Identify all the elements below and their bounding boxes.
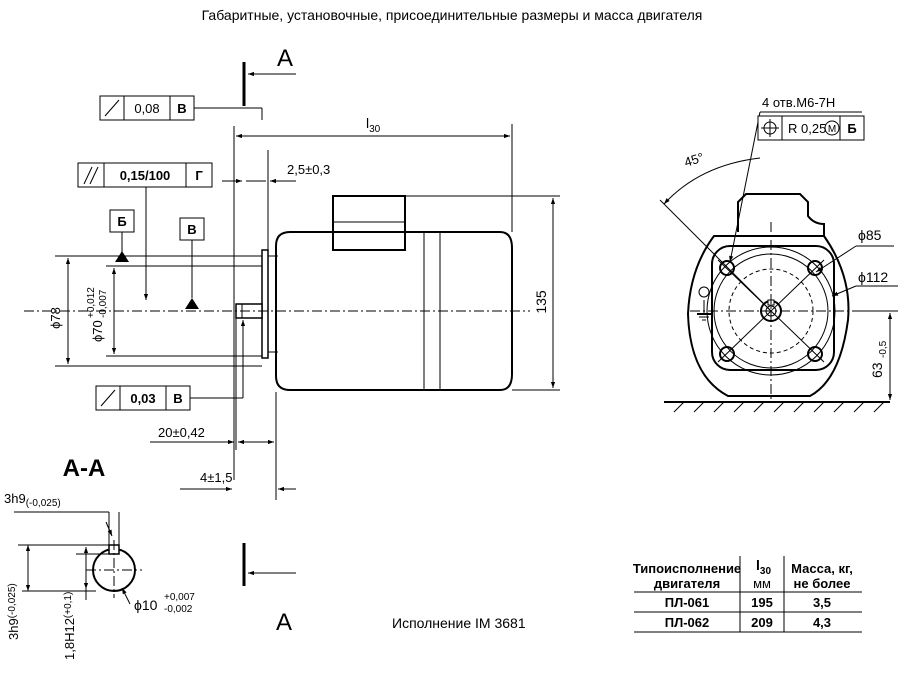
runout-icon [104, 99, 120, 117]
dia85-label: ϕ85 [858, 227, 882, 243]
table-header-mass-2: не более [794, 576, 851, 591]
position-icon [761, 119, 779, 137]
datum-v: В [179, 217, 205, 309]
position-value: R 0,25 [788, 121, 826, 136]
dim-diameters: ϕ78 ϕ70 +0,012 -0,007 [48, 255, 262, 367]
dim-gap: 2,5±0,3 [222, 150, 330, 250]
table-row-type: ПЛ-061 [665, 595, 709, 610]
table-header-mass-1: Масса, кг, [791, 561, 853, 576]
shaft-dia-upper: +0,007 [164, 592, 195, 603]
dia112-label: ϕ112 [858, 269, 888, 285]
table-header-mm: мм [753, 576, 771, 591]
datum-b: Б [109, 209, 135, 262]
key-width-label: 3h9(-0,025) [4, 491, 61, 509]
h63-tol: -0,5 [878, 340, 889, 358]
parallelism-icon [83, 166, 93, 185]
section-letter-bottom: А [276, 609, 292, 636]
motor-side-view [24, 195, 530, 391]
runout-icon [100, 389, 116, 407]
dim-shaft-height: 63 -0,5 [852, 310, 898, 400]
position-base: Б [847, 121, 856, 136]
ground-hatch [673, 401, 885, 413]
runout-bottom-base: В [173, 391, 182, 406]
runout-top-value: 0,08 [134, 101, 159, 116]
holes-label: 4 отв.М6-7Н [762, 95, 835, 110]
shaft-dia-lower: -0,002 [164, 604, 193, 615]
mass-table: Типоисполнение двигателя l30 мм Масса, к… [633, 556, 862, 633]
table-row-l30: 209 [751, 615, 773, 630]
dim-front-diameters: ϕ85 ϕ112 [815, 227, 898, 297]
ground-symbol-icon [697, 286, 711, 321]
dim-height-label: 135 [533, 290, 549, 314]
section-title: А-А [63, 455, 106, 482]
table-header-l30: l30 [756, 557, 771, 577]
shaft-dia-label: ϕ10 [134, 597, 158, 613]
table-header-type-1: Типоисполнение [633, 561, 741, 576]
section-mark-bottom: А [242, 543, 296, 636]
dim-flange-width-label: 4±1,5 [200, 470, 232, 485]
table-row-mass: 3,5 [813, 595, 831, 610]
runout-frame-bottom: 0,03 В [95, 320, 246, 411]
section-letter-top: А [277, 45, 293, 72]
datum-v-letter: В [187, 222, 196, 237]
dim-l30-label: l30 [366, 115, 381, 135]
position-mod: M [828, 124, 836, 135]
section-mark-top: А [242, 45, 296, 106]
runout-frame-top: 0,08 В [99, 95, 263, 121]
runout-bottom-value: 0,03 [130, 391, 155, 406]
drawing-title: Габаритные, установочные, присоединитель… [202, 7, 703, 23]
depth-label: 1,8H12(+0,1) [62, 592, 77, 660]
max-material-icon [824, 120, 840, 136]
parallel-value: 0,15/100 [120, 168, 171, 183]
dim-dia78-label: ϕ78 [48, 307, 63, 329]
h63-label: 63 [869, 362, 885, 378]
dim-shaft-length: 20±0,42 [150, 318, 277, 500]
dim-angle: 45° [659, 150, 772, 312]
motor-front-view [664, 193, 890, 413]
angle-label: 45° [682, 150, 705, 170]
table-row-type: ПЛ-062 [665, 615, 709, 630]
parallel-base: Г [195, 168, 203, 183]
dim-dia70-lower: -0,007 [98, 289, 109, 318]
parallel-frame: 0,15/100 Г [77, 162, 213, 300]
dim-flange-width: 4±1,5 [180, 470, 296, 492]
table-row-mass: 4,3 [813, 615, 831, 630]
table-header-type-2: двигателя [654, 576, 720, 591]
section-view: А-А 3h9(-0,025) 3h9(-0,025) 1,8H12(+0,1)… [4, 455, 195, 660]
table-row-l30: 195 [751, 595, 773, 610]
dim-l30: l30 [233, 115, 513, 480]
holes-callout: 4 отв.М6-7Н R 0,25 M Б [729, 95, 865, 263]
dim-height: 135 [405, 195, 560, 391]
key-height-label: 3h9(-0,025) [6, 583, 21, 640]
runout-top-base: В [177, 101, 186, 116]
dim-dia70-label: ϕ70 [90, 320, 105, 342]
dim-gap-label: 2,5±0,3 [287, 162, 330, 177]
dim-shaft-length-label: 20±0,42 [158, 425, 205, 440]
variant-label: Исполнение IM 3681 [392, 615, 526, 631]
datum-b-letter: Б [117, 214, 126, 229]
dim-dia70-upper: +0,012 [86, 287, 97, 318]
